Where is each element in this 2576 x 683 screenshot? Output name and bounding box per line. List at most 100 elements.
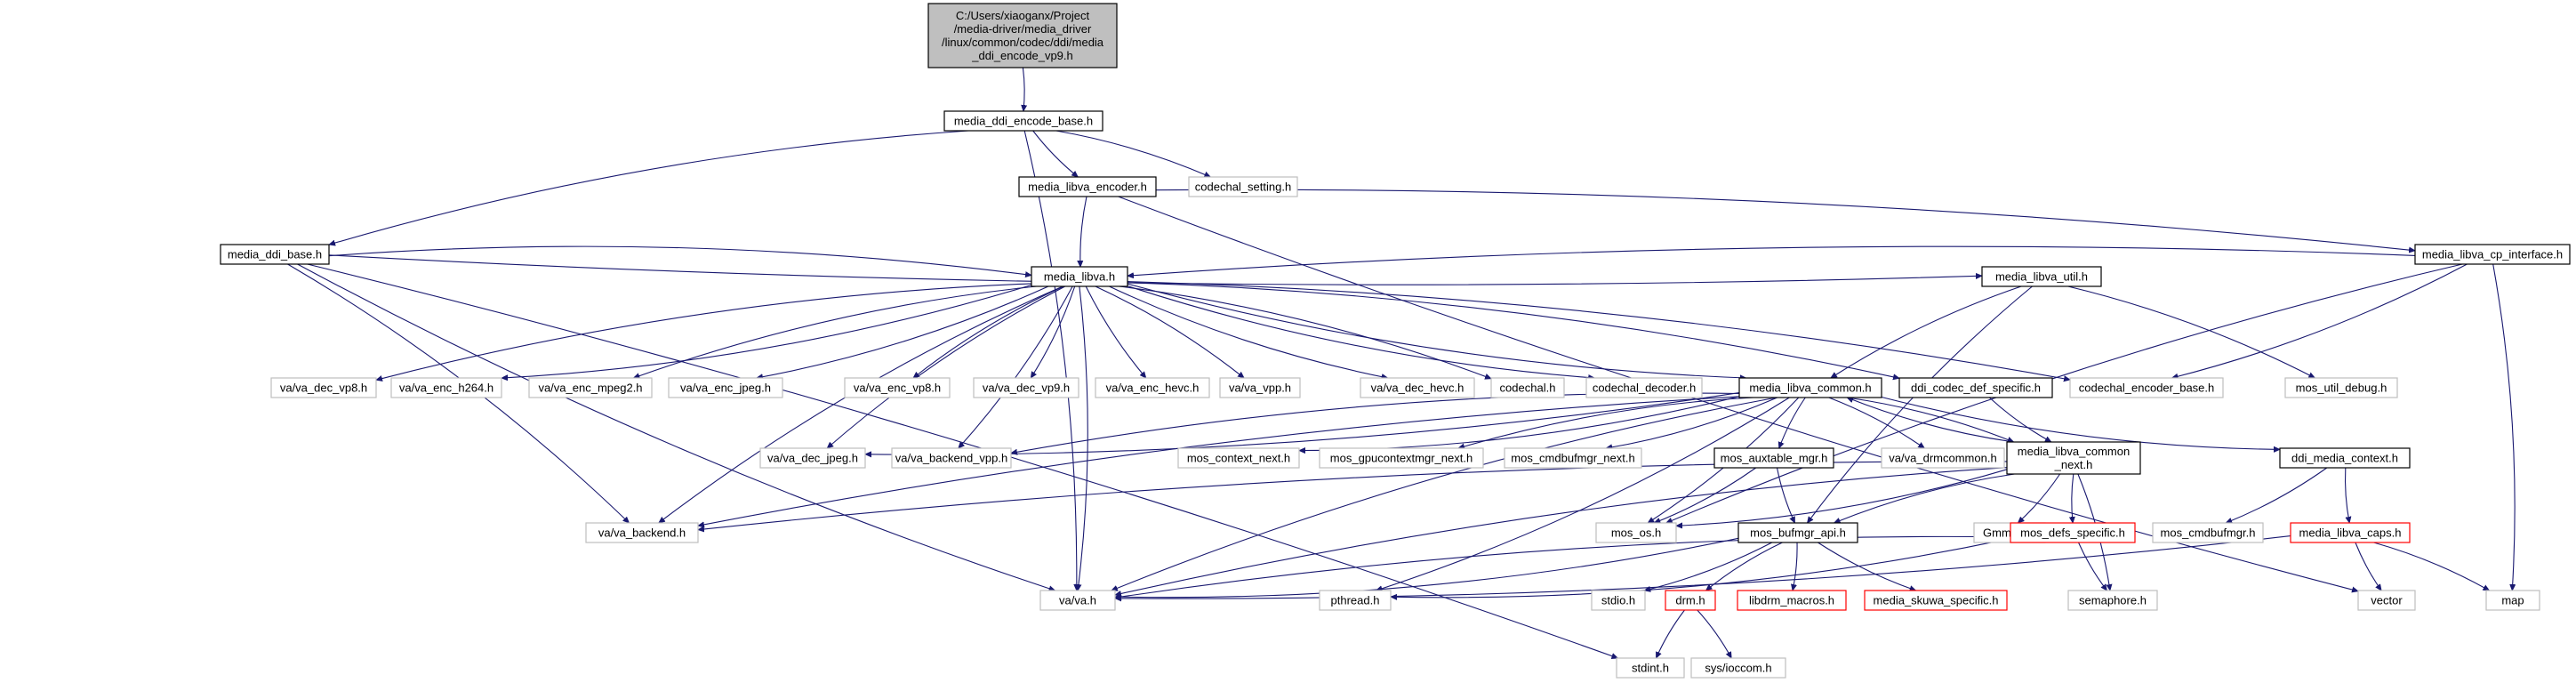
node-libva-caps: media_libva_caps.h [2290,522,2411,543]
edge-libva_common-to-mos_cmdbufmgr_next [1606,397,1778,448]
node-label: va/va.h [1059,594,1096,607]
node-label: va/va_dec_vp8.h [280,382,367,395]
edge-drm-to-stdint [1655,609,1685,658]
node-backend-vpp: va/va_backend_vpp.h [891,447,1012,469]
node-box [1188,176,1298,197]
node-mos-defs-specific: mos_defs_specific.h [2010,522,2136,543]
node-box [1490,377,1565,398]
edge-libva-to-enc_vp8 [913,285,1064,378]
node-box [1713,447,1834,469]
node-box [1665,590,1716,611]
node-label: mos_auxtable_mgr.h [1721,452,1828,465]
node-label: va/va_vpp.h [1229,382,1291,395]
node-label: va/va_drmcommon.h [1889,452,1996,465]
node-ddi-encode-base[interactable]: media_ddi_encode_base.h [943,110,1103,132]
node-box [1504,447,1642,469]
edge-libva-to-libva_common [1127,283,1746,378]
edge-libva_common_next-to-mos_bufmgr_api [1834,473,2015,523]
edge-libva_util-to-mos_util_debug [2067,285,2315,379]
node-label: media_skuwa_specific.h [1874,594,1999,607]
node-dec-vp9: va/va_dec_vp9.h [973,377,1079,398]
node-map: map [2485,590,2540,611]
edge-libva_common_next-to-mos_os [1676,469,2008,526]
node-mos-util-debug: mos_util_debug.h [2284,377,2398,398]
node-box [2069,377,2224,398]
node-va-backend: va/va_backend.h [585,522,699,543]
edge-libva_common-to-va_h [1111,397,1778,591]
edge-libva_common-to-pthread [1376,397,1790,591]
edge-libva_common_next-to-va_h [1115,467,2008,595]
node-root[interactable]: C:/Users/xiaoganx/Project/media-driver/m… [927,3,1118,68]
node-box [1690,657,1786,679]
node-box [2067,590,2158,611]
node-label: mos_defs_specific.h [2020,526,2125,540]
node-layer: C:/Users/xiaoganx/Project/media-driver/m… [220,3,2571,679]
edge-ddi_base-to-libva_util [328,254,1982,285]
edge-libva_common_next-to-gmmlib [2018,473,2061,523]
node-label: va/va_backend_vpp.h [895,452,1007,465]
edge-libva_common-to-mos_auxtable_mgr [1779,397,1806,448]
edge-mos_defs_specific-to-pthread [1391,538,2011,598]
node-mos-auxtable-mgr[interactable]: mos_auxtable_mgr.h [1713,447,1834,469]
node-box [1360,377,1475,398]
edge-root-to-ddi_encode_base [1023,67,1024,111]
node-ddi-codec-def[interactable]: ddi_codec_def_specific.h [1898,377,2053,398]
node-box [2290,522,2411,543]
node-box [759,447,866,469]
node-box [2152,522,2264,543]
node-box [844,377,951,398]
node-label: mos_cmdbufmgr_next.h [1511,452,1634,465]
node-mos-gpucontextmgr-next: mos_gpucontextmgr_next.h [1319,447,1484,469]
node-libdrm-macros: libdrm_macros.h [1737,590,1847,611]
node-label: codechal_setting.h [1195,181,1291,194]
node-box [220,244,330,265]
node-dec-vp8: va/va_dec_vp8.h [270,377,377,398]
edge-layer [287,67,2516,658]
node-box [1031,266,1128,287]
node-label: drm.h [1675,594,1705,607]
node-libva[interactable]: media_libva.h [1031,266,1128,287]
node-cp-interface[interactable]: media_libva_cp_interface.h [2414,244,2571,265]
node-box [1595,522,1677,543]
edge-libva_util-to-mos_bufmgr_api [1808,285,2033,523]
node-label: map [2501,594,2524,607]
edge-ddi_encode_base-to-codechal_setting [1055,130,1211,178]
node-box [1898,377,2053,398]
node-stdio: stdio.h [1591,590,1646,611]
edge-mos_bufmgr_api-to-va_h [1115,537,1739,597]
node-box [891,447,1012,469]
node-label: codechal.h [1500,382,1556,395]
node-ddi-media-context[interactable]: ddi_media_context.h [2279,447,2411,469]
node-label: media_libva_cp_interface.h [2422,248,2563,261]
node-libva-encoder[interactable]: media_libva_encoder.h [1018,176,1157,197]
edge-mos_auxtable_mgr-to-mos_bufmgr_api [1776,467,1795,523]
node-box [1219,377,1301,398]
node-codechal-decoder: codechal_decoder.h [1585,377,1703,398]
node-libva-common-next[interactable]: media_libva_common_next.h [2006,441,2141,475]
edge-libva-to-backend_vpp [959,285,1073,448]
node-label: _next.h [2054,458,2093,471]
edge-libva-to-va_h [1078,285,1088,591]
edge-ddi_encode_base-to-va_h [1023,130,1077,591]
edge-libva-to-va_vpp [1095,285,1244,378]
node-box [1737,522,1858,543]
node-box [2414,244,2571,265]
edge-libva_common_next-to-mos_defs_specific [2072,473,2074,523]
node-mos-cmdbufmgr: mos_cmdbufmgr.h [2152,522,2264,543]
edge-ddi_codec_def-to-libva_common_next [1988,397,2051,443]
edge-libva_common-to-va_backend [698,396,1740,526]
edge-libva-to-dec_hevc [1109,285,1387,378]
node-label: mos_bufmgr_api.h [1750,526,1846,540]
node-label: mos_util_debug.h [2296,382,2387,395]
edge-mos_bufmgr_api-to-stdio [1644,542,1773,591]
node-box [1737,590,1847,611]
node-mos-bufmgr-api[interactable]: mos_bufmgr_api.h [1737,522,1858,543]
node-box [585,522,699,543]
node-ddi-base[interactable]: media_ddi_base.h [220,244,330,265]
node-box [1881,447,2005,469]
node-label: media_ddi_encode_base.h [954,115,1093,128]
node-libva-common[interactable]: media_libva_common.h [1738,377,1882,398]
node-label: va/va_dec_hevc.h [1371,382,1465,395]
node-label: va/va_enc_jpeg.h [680,382,771,395]
node-libva-util[interactable]: media_libva_util.h [1981,266,2102,287]
